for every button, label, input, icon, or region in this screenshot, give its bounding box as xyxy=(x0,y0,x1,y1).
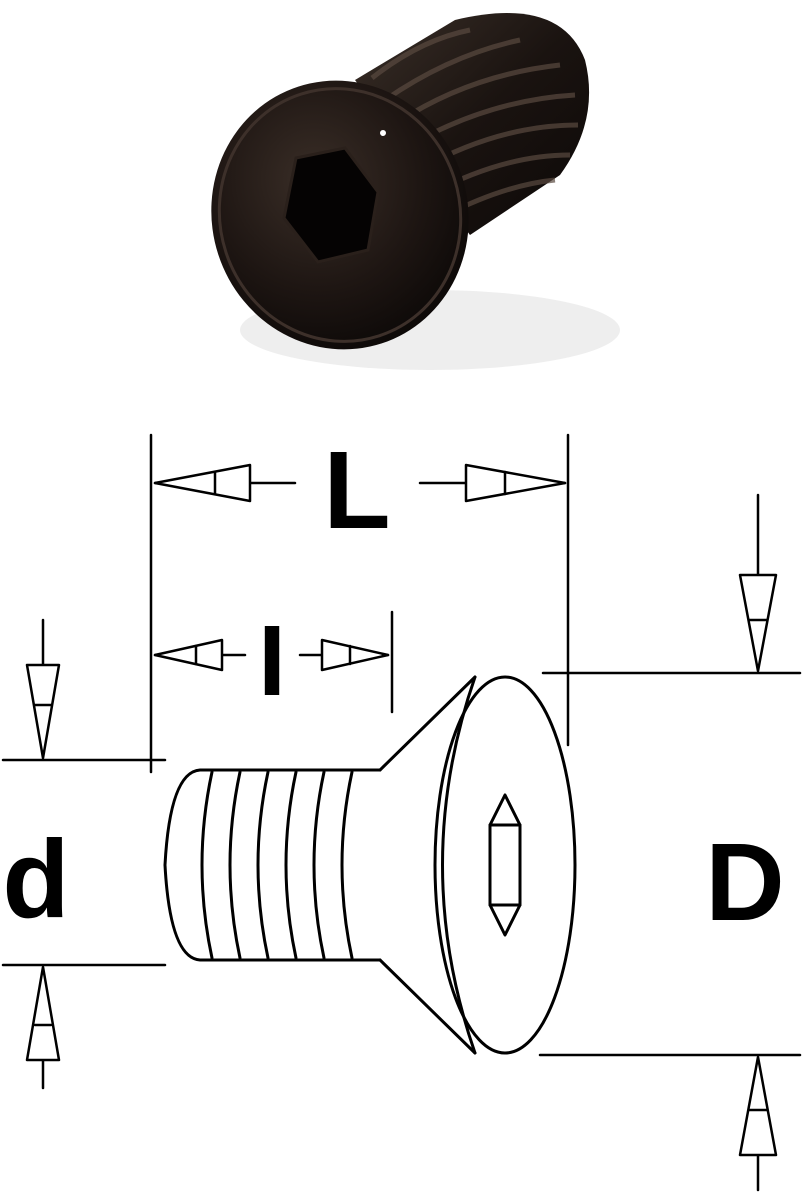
dimension-drawing: L I d D xyxy=(1,425,802,1192)
dimension-L xyxy=(149,433,570,774)
screw-photo xyxy=(211,13,620,370)
photo-glint xyxy=(380,130,386,136)
photo-head xyxy=(211,80,469,350)
arrow-up-icon xyxy=(738,1055,778,1157)
arrow-right-icon xyxy=(464,463,567,503)
arrow-up-icon xyxy=(25,965,61,1062)
dimension-I xyxy=(153,610,394,714)
screw-cone xyxy=(378,675,477,772)
dimension-D xyxy=(538,493,802,1192)
arrow-left-icon xyxy=(153,463,252,503)
arrow-right-icon xyxy=(320,638,390,672)
dimension-d xyxy=(1,618,167,1090)
screw-outline xyxy=(163,675,577,1055)
label-I: I xyxy=(258,605,286,717)
screw-head xyxy=(433,675,577,1055)
arrow-down-icon xyxy=(25,663,61,760)
label-D: D xyxy=(705,821,784,944)
arrow-left-icon xyxy=(153,638,224,672)
label-d: d xyxy=(2,818,69,941)
label-L: L xyxy=(323,429,390,552)
screw-shank xyxy=(163,768,382,962)
arrow-down-icon xyxy=(738,573,778,673)
hex-socket-icon xyxy=(282,146,380,264)
socket-profile-icon xyxy=(488,793,522,937)
